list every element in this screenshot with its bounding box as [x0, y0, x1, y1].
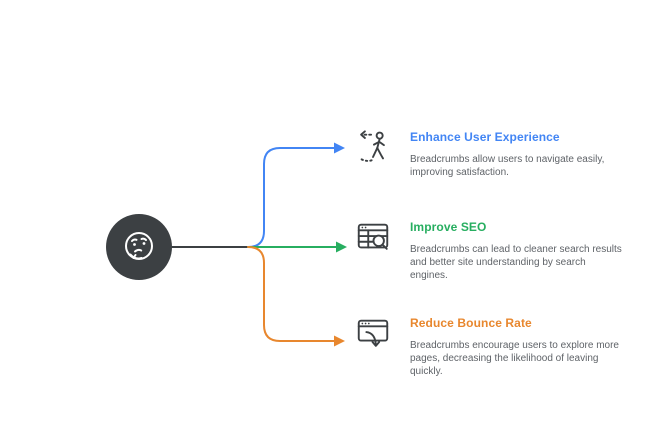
browser-search-icon [354, 218, 392, 256]
branch-item-user-experience: Enhance User Experience Breadcrumbs allo… [354, 128, 624, 179]
branch-item-bounce-rate: Reduce Bounce Rate Breadcrumbs encourage… [354, 314, 624, 378]
central-node [106, 214, 172, 280]
branch-description: Breadcrumbs allow users to navigate easi… [410, 154, 605, 178]
branch-line-ux [247, 147, 335, 248]
branch-title: Enhance User Experience [410, 130, 560, 144]
branch-description: Breadcrumbs encourage users to explore m… [410, 340, 619, 377]
branch-line-bounce [247, 246, 335, 342]
thinking-face-icon [125, 232, 153, 260]
arrowhead-ux [334, 142, 345, 154]
arrowhead-bounce [334, 335, 345, 347]
walking-user-breadcrumb-icon [354, 128, 392, 166]
arrowhead-seo [336, 241, 347, 253]
branch-title: Improve SEO [410, 220, 487, 234]
browser-bounce-arrow-icon [354, 314, 392, 352]
branch-description: Breadcrumbs can lead to cleaner search r… [410, 244, 622, 281]
branch-title: Reduce Bounce Rate [410, 316, 532, 330]
branch-item-seo: Improve SEO Breadcrumbs can lead to clea… [354, 218, 624, 282]
